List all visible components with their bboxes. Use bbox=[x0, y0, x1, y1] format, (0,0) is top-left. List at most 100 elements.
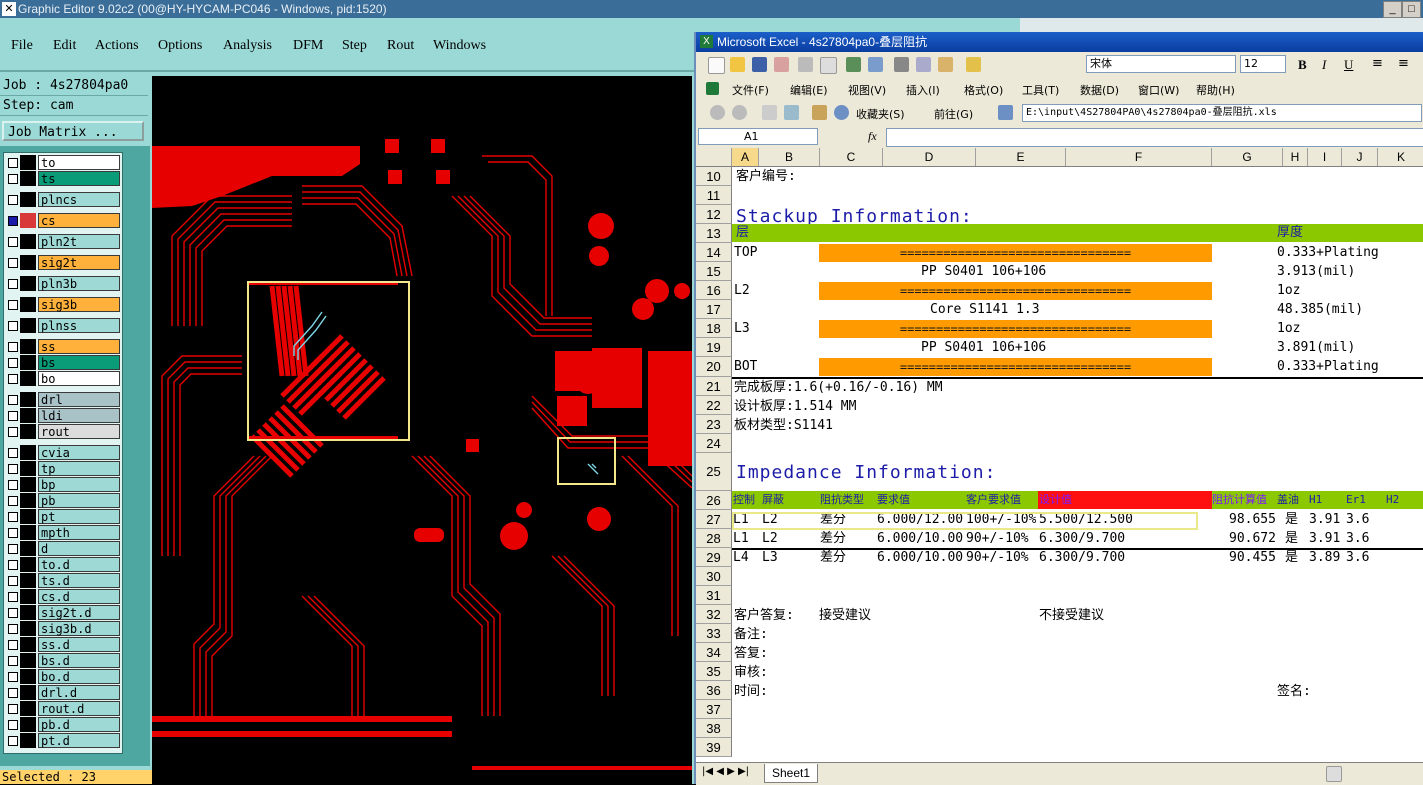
layer-checkbox[interactable] bbox=[8, 480, 18, 490]
layer-name[interactable]: to.d bbox=[38, 557, 120, 572]
layer-checkbox[interactable] bbox=[8, 448, 18, 458]
layer-row-tp[interactable]: tp bbox=[4, 461, 122, 476]
layer-name[interactable]: ss bbox=[38, 339, 120, 354]
layer-row-sig2t[interactable]: sig2t bbox=[4, 255, 122, 270]
layer-name[interactable]: d bbox=[38, 541, 120, 556]
thickness-top[interactable]: 0.333+Plating bbox=[1277, 245, 1379, 260]
impedance-header-6[interactable]: 阻抗计算值 bbox=[1212, 493, 1267, 506]
layer-name[interactable]: tp bbox=[38, 461, 120, 476]
layer-row-bs[interactable]: bs bbox=[4, 355, 122, 370]
formula-input[interactable] bbox=[886, 128, 1423, 147]
layer-row-mpth[interactable]: mpth bbox=[4, 525, 122, 540]
impedance-title[interactable]: Impedance Information: bbox=[736, 462, 997, 483]
cell-a10[interactable]: 客户编号: bbox=[736, 169, 796, 184]
layer-name[interactable]: bp bbox=[38, 477, 120, 492]
layer-row-rout[interactable]: rout bbox=[4, 424, 122, 439]
layer-name[interactable]: mpth bbox=[38, 525, 120, 540]
print-icon[interactable] bbox=[798, 57, 813, 72]
cut-icon[interactable] bbox=[894, 57, 909, 72]
layer-name[interactable]: plnss bbox=[38, 318, 120, 333]
layer-row-pt.d[interactable]: pt.d bbox=[4, 733, 122, 748]
menu-edit[interactable]: Edit bbox=[53, 38, 77, 53]
row-header-28[interactable]: 28 bbox=[696, 529, 732, 548]
forward-icon[interactable] bbox=[732, 105, 747, 120]
layer-name[interactable]: drl.d bbox=[38, 685, 120, 700]
column-header-g[interactable]: G bbox=[1212, 148, 1283, 166]
column-header-d[interactable]: D bbox=[883, 148, 976, 166]
dielectric-pp-2[interactable]: PP S0401 106+106 bbox=[921, 340, 1047, 355]
impedance-cell-r1-c7[interactable]: 是 bbox=[1285, 531, 1299, 546]
layer-row-cs.d[interactable]: cs.d bbox=[4, 589, 122, 604]
layer-name[interactable]: bs.d bbox=[38, 653, 120, 668]
workbook-icon[interactable] bbox=[706, 82, 719, 95]
layer-checkbox[interactable] bbox=[8, 237, 18, 247]
menu-step[interactable]: Step bbox=[342, 38, 367, 53]
minimize-button[interactable]: _ bbox=[1383, 1, 1402, 18]
material-type[interactable]: 板材类型:S1141 bbox=[734, 418, 833, 433]
header-thickness[interactable]: 厚度 bbox=[1277, 225, 1304, 240]
column-header-b[interactable]: B bbox=[759, 148, 820, 166]
impedance-cell-r2-c8[interactable]: 3.89 bbox=[1309, 550, 1341, 565]
layer-checkbox[interactable] bbox=[8, 560, 18, 570]
thickness-l2[interactable]: 1oz bbox=[1277, 283, 1301, 298]
tab-scroll-icons[interactable]: |◀ ◀ ▶ ▶| bbox=[702, 766, 750, 777]
layer-name[interactable]: cs bbox=[38, 213, 120, 228]
layer-name[interactable]: pb.d bbox=[38, 717, 120, 732]
impedance-cell-r2-c0[interactable]: L4 bbox=[733, 550, 749, 565]
layer-row-pt[interactable]: pt bbox=[4, 509, 122, 524]
copy-icon[interactable] bbox=[916, 57, 931, 72]
layer-name[interactable]: rout bbox=[38, 424, 120, 439]
scroll-left-icon[interactable] bbox=[1326, 766, 1342, 782]
layer-row-sig3b.d[interactable]: sig3b.d bbox=[4, 621, 122, 636]
menu-file-cn[interactable]: 文件(F) bbox=[732, 84, 769, 97]
layer-checkbox[interactable] bbox=[8, 528, 18, 538]
row-header-23[interactable]: 23 bbox=[696, 415, 732, 434]
column-header-k[interactable]: K bbox=[1378, 148, 1423, 166]
row-header-24[interactable]: 24 bbox=[696, 434, 732, 453]
back-icon[interactable] bbox=[710, 105, 725, 120]
new-icon[interactable] bbox=[708, 57, 725, 74]
research-icon[interactable] bbox=[868, 57, 883, 72]
layer-row-rout.d[interactable]: rout.d bbox=[4, 701, 122, 716]
thickness-l3[interactable]: 1oz bbox=[1277, 321, 1301, 336]
row-header-25[interactable]: 25 bbox=[696, 453, 732, 491]
column-header-e[interactable]: E bbox=[976, 148, 1066, 166]
layer-row-bo.d[interactable]: bo.d bbox=[4, 669, 122, 684]
layer-name[interactable]: bs bbox=[38, 355, 120, 370]
layer-top[interactable]: TOP bbox=[734, 245, 758, 260]
layer-row-pb[interactable]: pb bbox=[4, 493, 122, 508]
layer-name[interactable]: pb bbox=[38, 493, 120, 508]
impedance-header-7[interactable]: 盖油 bbox=[1277, 493, 1299, 506]
impedance-cell-r2-c4[interactable]: 90+/-10% bbox=[966, 550, 1029, 565]
impedance-cell-r2-c7[interactable]: 是 bbox=[1285, 550, 1299, 565]
impedance-cell-r0-c4[interactable]: 100+/-10% bbox=[966, 512, 1037, 527]
row-header-20[interactable]: 20 bbox=[696, 357, 732, 377]
font-name-select[interactable]: 宋体 bbox=[1086, 55, 1236, 73]
layer-name[interactable]: pln3b bbox=[38, 276, 120, 291]
home-icon[interactable] bbox=[812, 105, 827, 120]
menu-analysis[interactable]: Analysis bbox=[223, 38, 272, 53]
go-menu[interactable]: 前往(G) bbox=[934, 108, 974, 121]
layer-name[interactable]: cs.d bbox=[38, 589, 120, 604]
layer-row-bo[interactable]: bo bbox=[4, 371, 122, 386]
layer-row-ss[interactable]: ss bbox=[4, 339, 122, 354]
layer-checkbox[interactable] bbox=[8, 496, 18, 506]
menu-format-cn[interactable]: 格式(O) bbox=[964, 84, 1004, 97]
row-header-19[interactable]: 19 bbox=[696, 338, 732, 357]
layer-name[interactable]: ts.d bbox=[38, 573, 120, 588]
impedance-cell-r1-c1[interactable]: L2 bbox=[762, 531, 778, 546]
search-web-icon[interactable] bbox=[834, 105, 849, 120]
impedance-cell-r1-c6[interactable]: 90.672 bbox=[1229, 531, 1276, 546]
impedance-cell-r2-c3[interactable]: 6.000/10.00 bbox=[877, 550, 964, 565]
layer-checkbox[interactable] bbox=[8, 464, 18, 474]
impedance-cell-r0-c5[interactable]: 5.500/12.500 bbox=[1039, 512, 1133, 527]
layer-row-bs.d[interactable]: bs.d bbox=[4, 653, 122, 668]
column-header-i[interactable]: I bbox=[1308, 148, 1342, 166]
layer-row-plncs[interactable]: plncs bbox=[4, 192, 122, 207]
review[interactable]: 审核: bbox=[734, 665, 768, 680]
accept-suggestion[interactable]: 接受建议 bbox=[819, 608, 872, 623]
impedance-cell-r0-c3[interactable]: 6.000/12.00 bbox=[877, 512, 964, 527]
impedance-header-2[interactable]: 阻抗类型 bbox=[820, 493, 864, 506]
layer-l2[interactable]: L2 bbox=[734, 283, 750, 298]
